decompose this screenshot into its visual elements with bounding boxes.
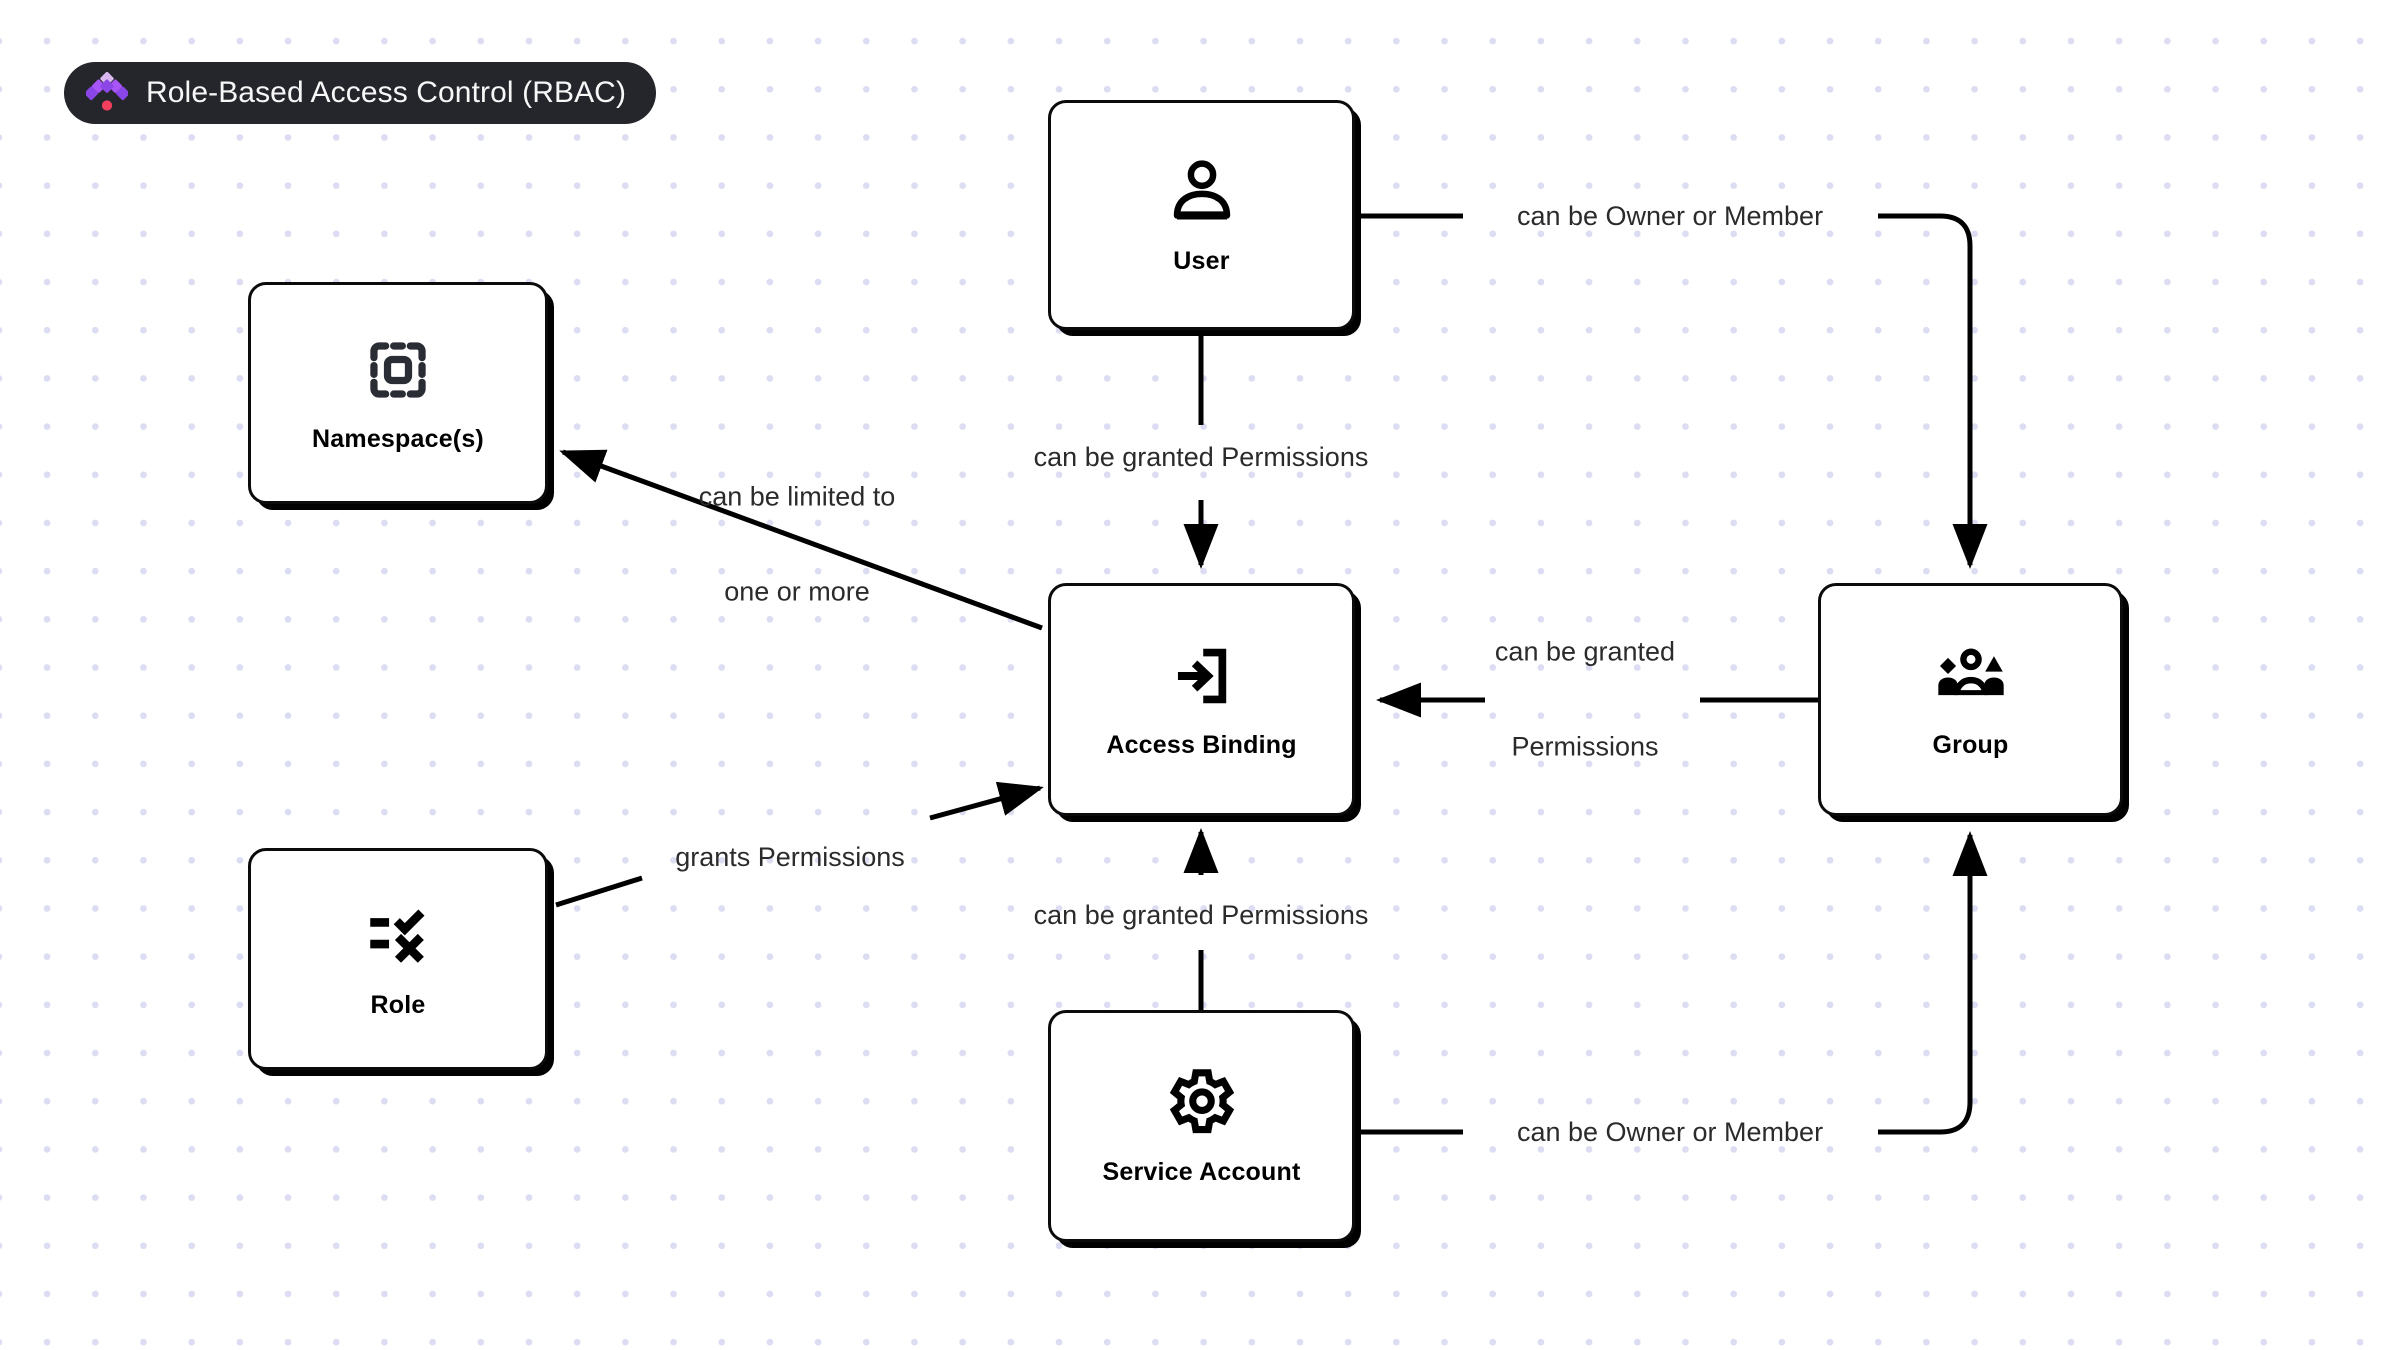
edge-label-group-accessbind-line1: can be granted	[1494, 636, 1676, 667]
diagram-title-text: Role-Based Access Control (RBAC)	[146, 76, 627, 109]
edge-role-accessbind-segment-upper	[929, 781, 1044, 821]
diagram-title-badge: Role-Based Access Control (RBAC)	[64, 62, 657, 124]
edge-label-user-accessbind: can be granted Permissions	[1033, 442, 1369, 473]
edge-label-serviceacct-accessbind: can be granted Permissions	[1033, 900, 1369, 931]
node-access-binding-label: Access Binding	[1106, 731, 1297, 759]
edge-label-accessbind-namespaces: can be limited to one or more	[699, 419, 896, 672]
rule-check-cross-icon	[370, 909, 425, 963]
login-arrow-icon	[1177, 648, 1226, 704]
node-namespaces[interactable]: Namespace(s)	[248, 282, 548, 504]
edge-label-accessbind-namespaces-line1: can be limited to	[698, 481, 896, 512]
person-icon	[1173, 159, 1230, 219]
edge-label-role-accessbind: grants Permissions	[675, 842, 905, 873]
node-user[interactable]: User	[1048, 100, 1355, 330]
node-group-label: Group	[1932, 731, 2009, 759]
edge-role-accessbind-segment-lower	[555, 875, 643, 908]
node-service-account[interactable]: Service Account	[1048, 1010, 1355, 1242]
node-namespaces-label: Namespace(s)	[312, 424, 484, 453]
diamond-cluster-logo-icon	[86, 72, 128, 111]
edge-serviceacct-group-segment-right	[1878, 830, 1988, 1135]
node-service-account-label: Service Account	[1102, 1157, 1301, 1186]
diversity-group-icon	[1937, 648, 2004, 696]
node-user-label: User	[1173, 246, 1230, 275]
edge-label-serviceacct-group: can be Owner or Member	[1516, 1117, 1824, 1148]
node-access-binding[interactable]: Access Binding	[1048, 583, 1355, 816]
edge-label-group-accessbind: can be granted Permissions	[1495, 574, 1675, 827]
node-role-label: Role	[370, 990, 426, 1019]
node-group[interactable]: Group	[1818, 583, 2123, 816]
node-role[interactable]: Role	[248, 848, 548, 1070]
edge-user-group-segment-right	[1878, 213, 1988, 570]
gear-icon	[1169, 1068, 1234, 1133]
edge-label-group-accessbind-line2: Permissions	[1511, 731, 1659, 762]
edge-label-accessbind-namespaces-line2: one or more	[724, 576, 870, 607]
edge-label-user-group: can be Owner or Member	[1516, 201, 1824, 232]
namespace-dashed-square-icon	[370, 341, 426, 398]
